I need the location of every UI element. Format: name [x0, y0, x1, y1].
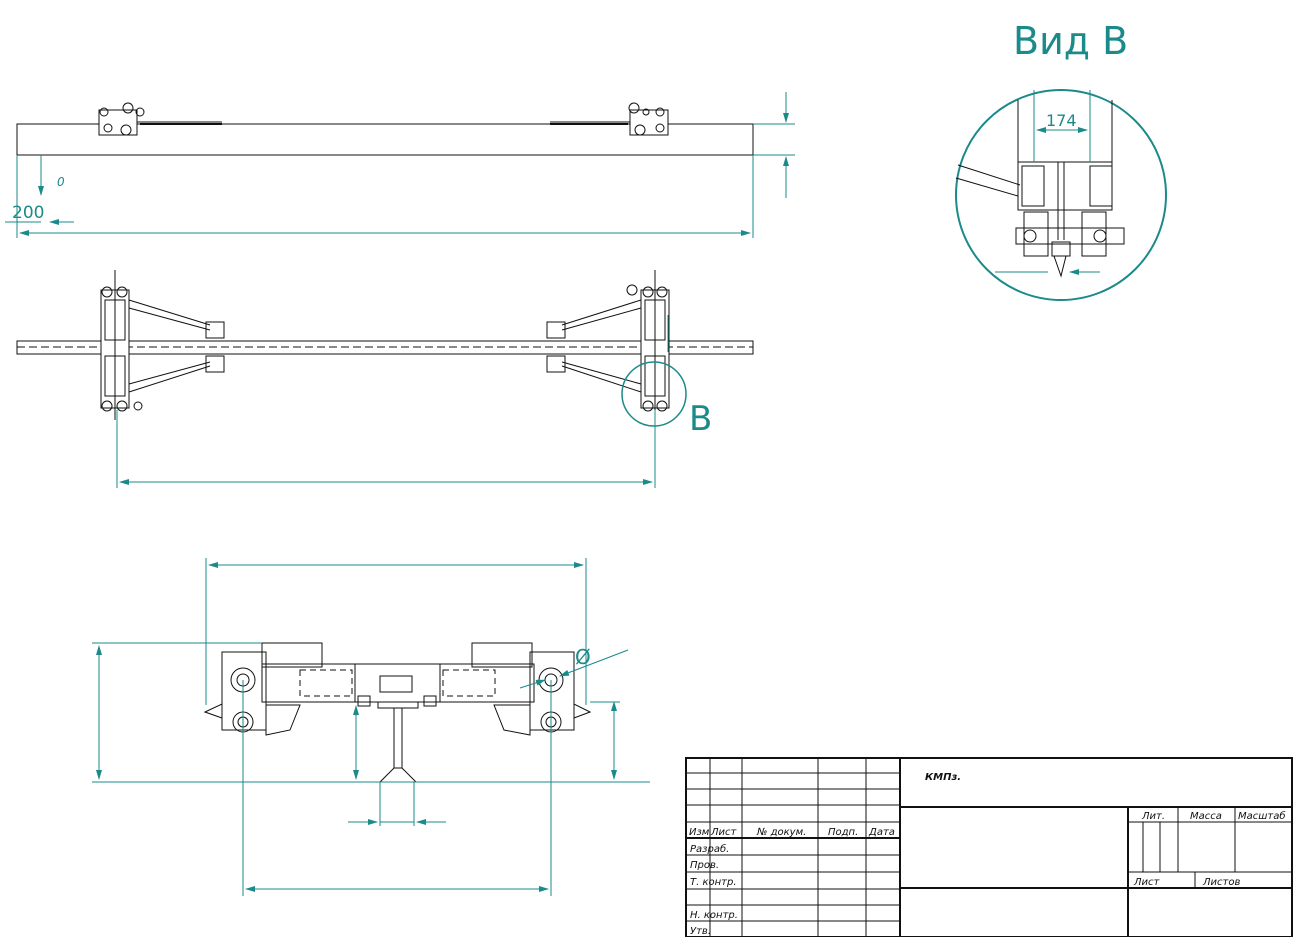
plan-view-dims [116, 315, 687, 488]
dim-zero-label: 0 [57, 175, 65, 189]
col-izm: Изм [689, 827, 710, 838]
detail-view-b: 174 [955, 89, 1167, 301]
top-view [16, 102, 754, 156]
row-nkontr: Н. контр. [690, 910, 738, 921]
right-bogie [546, 270, 670, 420]
row-prov: Пров. [690, 860, 719, 871]
dim-200-label: 200 [12, 203, 44, 223]
masshtab-label: Масштаб [1238, 810, 1286, 822]
left-trolley-top [98, 102, 222, 136]
col-doc: № докум. [756, 827, 806, 838]
row-utv: Утв. [690, 926, 711, 937]
designation: КМПз. [925, 772, 961, 783]
front-view-dims [92, 558, 629, 896]
col-list: Лист [710, 827, 738, 838]
dim-174-label: 174 [1046, 111, 1077, 130]
top-view-dims [5, 92, 795, 238]
massa-label: Масса [1190, 811, 1222, 822]
front-view [92, 642, 650, 783]
left-bogie [100, 270, 225, 420]
col-podp: Подп. [828, 827, 858, 838]
beam-top-rect [16, 123, 754, 156]
title-block [685, 757, 1293, 937]
listov-label: Листов [1202, 877, 1240, 888]
dia-symbol: Ø [575, 645, 591, 669]
list-label: Лист [1133, 877, 1161, 888]
row-razrab: Разраб. [690, 843, 729, 855]
col-data: Дата [868, 827, 895, 838]
view-b-title: Вид В [1013, 19, 1128, 63]
title-block-text: КМПз. Изм Лист № докум. Подп. Дата Разра… [689, 772, 1286, 937]
callout-letter: В [689, 399, 712, 439]
right-trolley-top [550, 102, 669, 136]
row-tkontr: Т. контр. [690, 877, 737, 888]
detail-callout-circle [621, 361, 687, 427]
plan-view [16, 270, 754, 420]
lit-label: Лит. [1141, 811, 1165, 822]
